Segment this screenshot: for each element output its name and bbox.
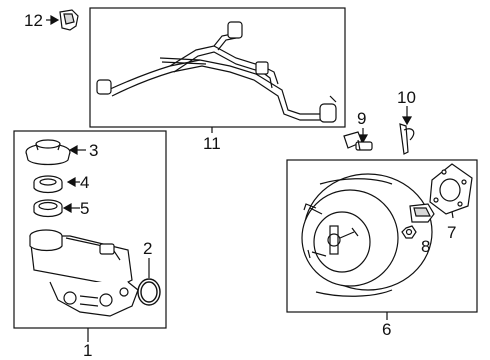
callout-4: 4 (80, 173, 90, 192)
seal-part-5 (33, 199, 63, 218)
master-cylinder-group-box (13, 130, 167, 329)
callout-11: 11 (203, 134, 221, 153)
part-9-sensor (343, 131, 373, 151)
hose-group-box (89, 7, 346, 128)
callout-1: 1 (83, 341, 93, 360)
callout-10: 10 (397, 88, 416, 107)
hose-clamps (96, 21, 337, 123)
master-cylinder (29, 229, 139, 317)
arrow-5 (62, 202, 72, 214)
booster-group-box (286, 159, 478, 313)
clip-part-12 (59, 9, 79, 31)
bracket-part-8 (401, 203, 435, 239)
seal-part-4 (33, 175, 63, 194)
part-10-clip (399, 123, 415, 155)
callout-8: 8 (421, 237, 431, 256)
callout-5: 5 (80, 199, 90, 218)
arrow-3 (68, 144, 78, 156)
arrow-4 (66, 176, 76, 188)
callout-9: 9 (357, 109, 367, 128)
callout-2: 2 (143, 239, 153, 258)
reservoir-cap-part-3 (25, 139, 71, 166)
callout-7: 7 (447, 223, 457, 242)
arrow-12 (50, 14, 60, 26)
callout-6: 6 (382, 320, 392, 339)
arrow-10 (401, 116, 413, 126)
hose-assembly (107, 33, 322, 121)
gasket-part-7 (429, 163, 473, 215)
o-ring-part-2 (137, 278, 161, 306)
callout-3: 3 (89, 141, 99, 160)
brake-booster (301, 173, 433, 297)
callout-12: 12 (24, 11, 43, 30)
